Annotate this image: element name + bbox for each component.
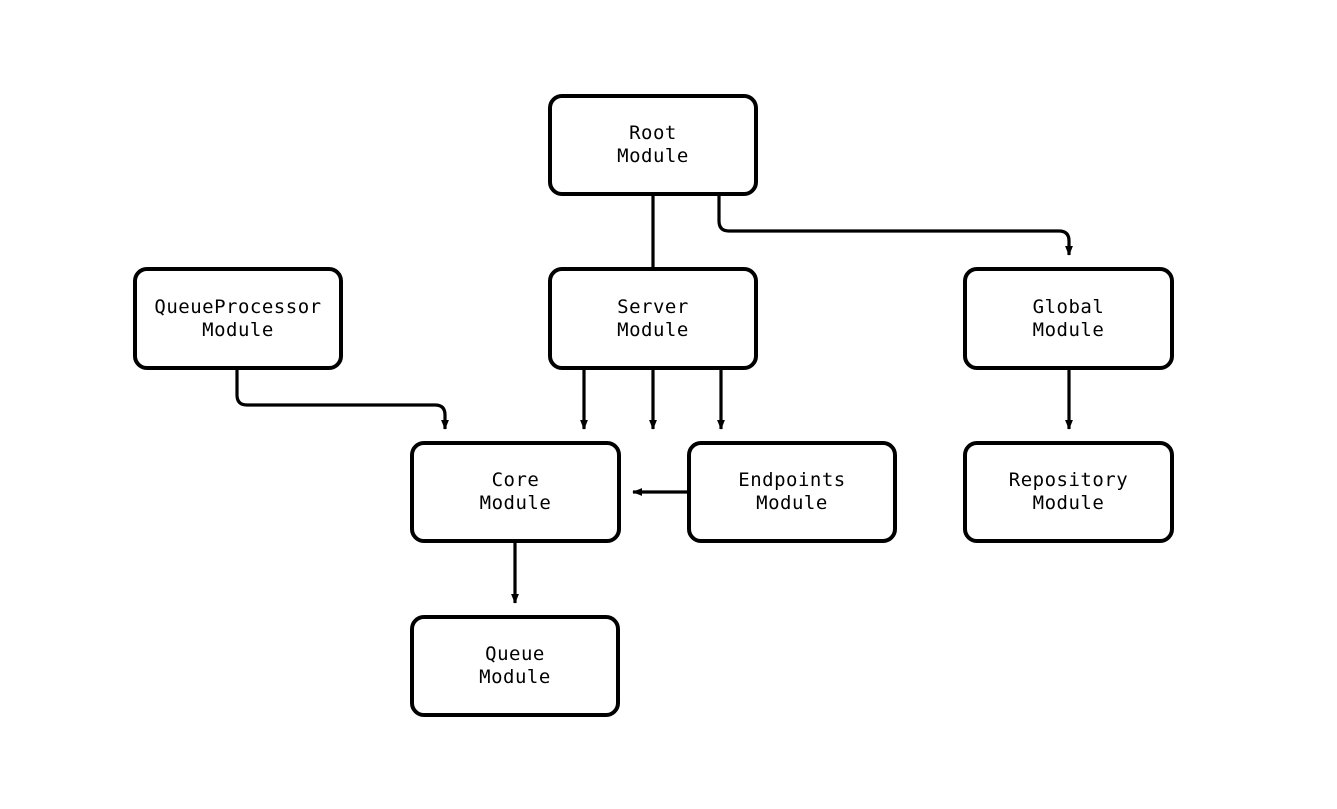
node-global-module[interactable]: Global Module bbox=[963, 267, 1174, 370]
node-repository-module-label: Repository Module bbox=[1008, 469, 1129, 514]
node-queueprocessor-module[interactable]: QueueProcessor Module bbox=[133, 267, 343, 370]
node-queue-module[interactable]: Queue Module bbox=[410, 615, 620, 717]
node-root-module-label: Root Module bbox=[617, 122, 689, 167]
node-server-module-label: Server Module bbox=[617, 295, 689, 341]
node-core-module[interactable]: Core Module bbox=[410, 441, 621, 543]
node-repository-module[interactable]: Repository Module bbox=[963, 441, 1174, 543]
node-root-module[interactable]: Root Module bbox=[548, 94, 758, 196]
node-queueprocessor-module-label: QueueProcessor Module bbox=[154, 295, 322, 341]
edge-queueprocessor-to-core bbox=[235, 370, 449, 430]
node-global-module-label: Global Module bbox=[1032, 295, 1105, 341]
node-endpoints-module-label: Endpoints Module bbox=[738, 469, 846, 514]
node-queue-module-label: Queue Module bbox=[479, 643, 551, 688]
node-server-module[interactable]: Server Module bbox=[548, 267, 758, 370]
node-endpoints-module[interactable]: Endpoints Module bbox=[687, 441, 897, 543]
edge-root-to-global bbox=[717, 196, 1073, 256]
node-core-module-label: Core Module bbox=[479, 469, 552, 514]
